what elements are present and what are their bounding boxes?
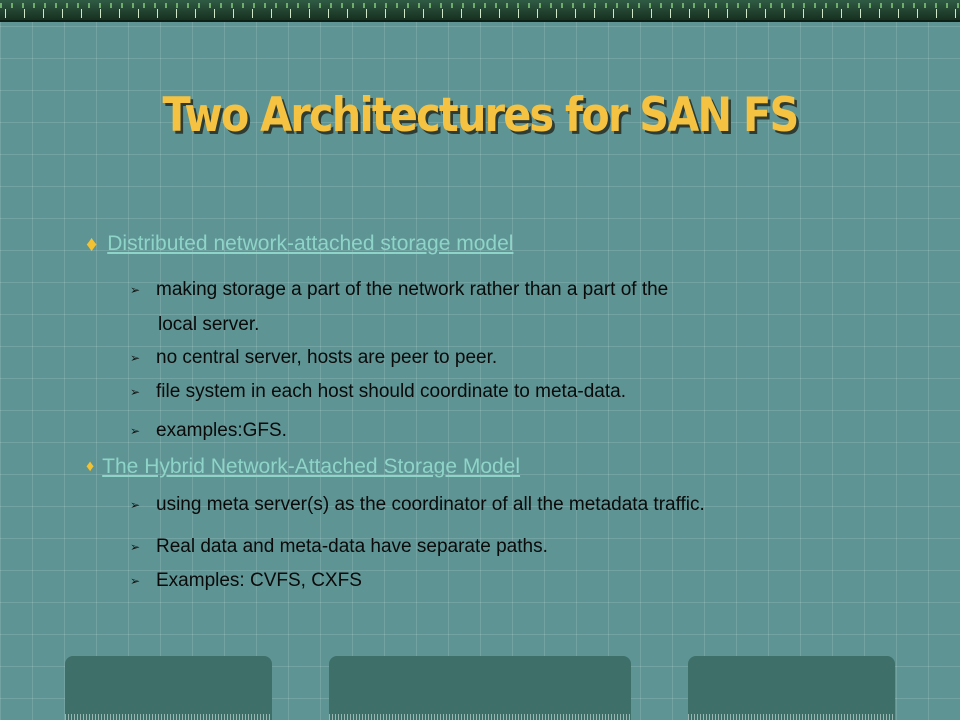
arrowhead-icon: ➢ <box>130 351 141 365</box>
list-item-text: making storage a part of the network rat… <box>156 279 669 300</box>
diamond-icon: ♦ <box>86 231 98 256</box>
list-item: ➢ using meta server(s) as the coordinato… <box>130 494 705 516</box>
list-item: ➢ examples:GFS. <box>130 420 287 442</box>
arrowhead-icon: ➢ <box>130 574 141 588</box>
list-item-text: Examples: CVFS, CXFS <box>156 570 362 591</box>
section-2-bullet: ♦ The Hybrid Network-Attached Storage Mo… <box>86 455 520 479</box>
list-item-text: examples:GFS. <box>156 420 287 441</box>
footer-tab-left <box>65 656 272 720</box>
list-item: ➢ file system in each host should coordi… <box>130 381 626 403</box>
list-item: ➢ Real data and meta-data have separate … <box>130 536 548 558</box>
section-1-bullet: ♦ Distributed network-attached storage m… <box>86 231 513 257</box>
footer-tab-right <box>688 656 895 720</box>
list-item-text: file system in each host should coordina… <box>156 381 626 402</box>
diamond-icon: ♦ <box>86 458 95 475</box>
section-2-link[interactable]: The Hybrid Network-Attached Storage Mode… <box>102 455 521 478</box>
arrowhead-icon: ➢ <box>130 540 141 554</box>
footer-tab-center <box>329 656 631 720</box>
arrowhead-icon: ➢ <box>130 385 141 399</box>
list-item: ➢ no central server, hosts are peer to p… <box>130 347 497 369</box>
slide-title: Two Architectures for SAN FS <box>162 88 799 143</box>
arrowhead-icon: ➢ <box>130 498 141 512</box>
list-item-continuation: local server. <box>158 314 260 335</box>
list-item: ➢ making storage a part of the network r… <box>130 279 668 301</box>
arrowhead-icon: ➢ <box>130 283 141 297</box>
list-item-text: using meta server(s) as the coordinator … <box>156 494 705 515</box>
circuit-board-banner <box>0 0 960 22</box>
list-item: ➢ Examples: CVFS, CXFS <box>130 570 362 592</box>
list-item-text: Real data and meta-data have separate pa… <box>156 536 548 557</box>
list-item-text: no central server, hosts are peer to pee… <box>156 347 498 368</box>
arrowhead-icon: ➢ <box>130 424 141 438</box>
section-1-link[interactable]: Distributed network-attached storage mod… <box>107 232 514 255</box>
